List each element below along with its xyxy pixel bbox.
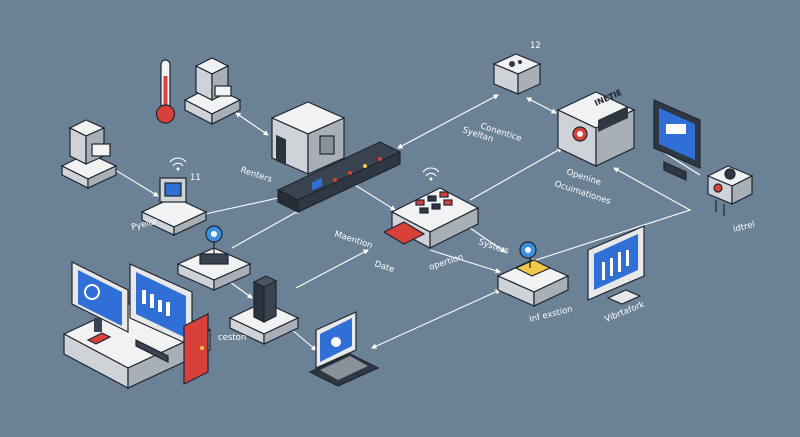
link-keypad-to-panel (469, 147, 563, 201)
label-renters: Renters (239, 165, 274, 185)
label-number-12: 12 (530, 41, 541, 51)
location-pin-icon (205, 225, 223, 254)
label-mention-line1: Maention (333, 229, 374, 251)
server-device (270, 101, 346, 175)
link-keypad-to-tower (295, 249, 369, 289)
wifi-icon (169, 157, 187, 171)
link-pyelor-to-rack (204, 197, 279, 215)
link-switch12-to-panel (526, 97, 557, 114)
wifi-icon-keypad (422, 167, 440, 181)
label-ldtrel: ldtrel (732, 220, 756, 235)
link-router-to-tower (229, 281, 253, 299)
monitor-icon-top-right (653, 99, 701, 181)
power-button-icon (706, 165, 754, 216)
label-openine-line2: Ocuimationes (553, 179, 612, 207)
network-rack-device (276, 141, 402, 213)
tower-device (228, 275, 300, 345)
router-device (176, 247, 252, 291)
link-coffee-to-server (235, 112, 269, 136)
joystick-device (496, 259, 570, 307)
label-ceston: ceston (218, 333, 246, 343)
label-number-11: 11 (190, 173, 201, 183)
label-vibrtafork: Vibrtafork (603, 300, 646, 325)
link-ldtrel-to-panel (659, 149, 701, 176)
coffee-machine-device-top (183, 57, 242, 125)
label-pyelor: Pyelor (130, 217, 159, 233)
monitor-icon-right (129, 263, 193, 363)
label-systers: Systers (477, 237, 510, 256)
joystick-icon (519, 241, 537, 268)
link-tower-to-laptop (291, 329, 317, 351)
red-door-icon (183, 313, 209, 385)
thermometer-icon (155, 59, 176, 124)
switch-device-12 (492, 53, 542, 95)
keyboard-icon (308, 353, 380, 387)
link-panel-to-tablet (528, 167, 692, 264)
link-keypad-to-joystick (469, 227, 506, 253)
laptop-device (315, 311, 357, 369)
control-panel-device (556, 91, 636, 167)
coffee-machine-device-left (60, 119, 118, 189)
label-mention-line2: Date (373, 259, 395, 275)
pyelor-device (140, 177, 208, 236)
tablet-icon (587, 225, 645, 305)
label-inf-exstion: Inf exstion (528, 304, 574, 324)
link-rack-to-keypad (354, 184, 396, 211)
keypad-device (382, 187, 480, 249)
monitor-icon-left (71, 261, 129, 333)
link-rack-to-switch-12 (397, 94, 499, 149)
link-joystick-to-laptop (370, 289, 502, 349)
link-router-to-rack (231, 209, 301, 249)
connections (111, 94, 701, 351)
link-cube-to-pyelor (111, 167, 159, 197)
desk-item-red (86, 332, 112, 345)
link-keypad-to-joystick-lower (429, 249, 502, 274)
